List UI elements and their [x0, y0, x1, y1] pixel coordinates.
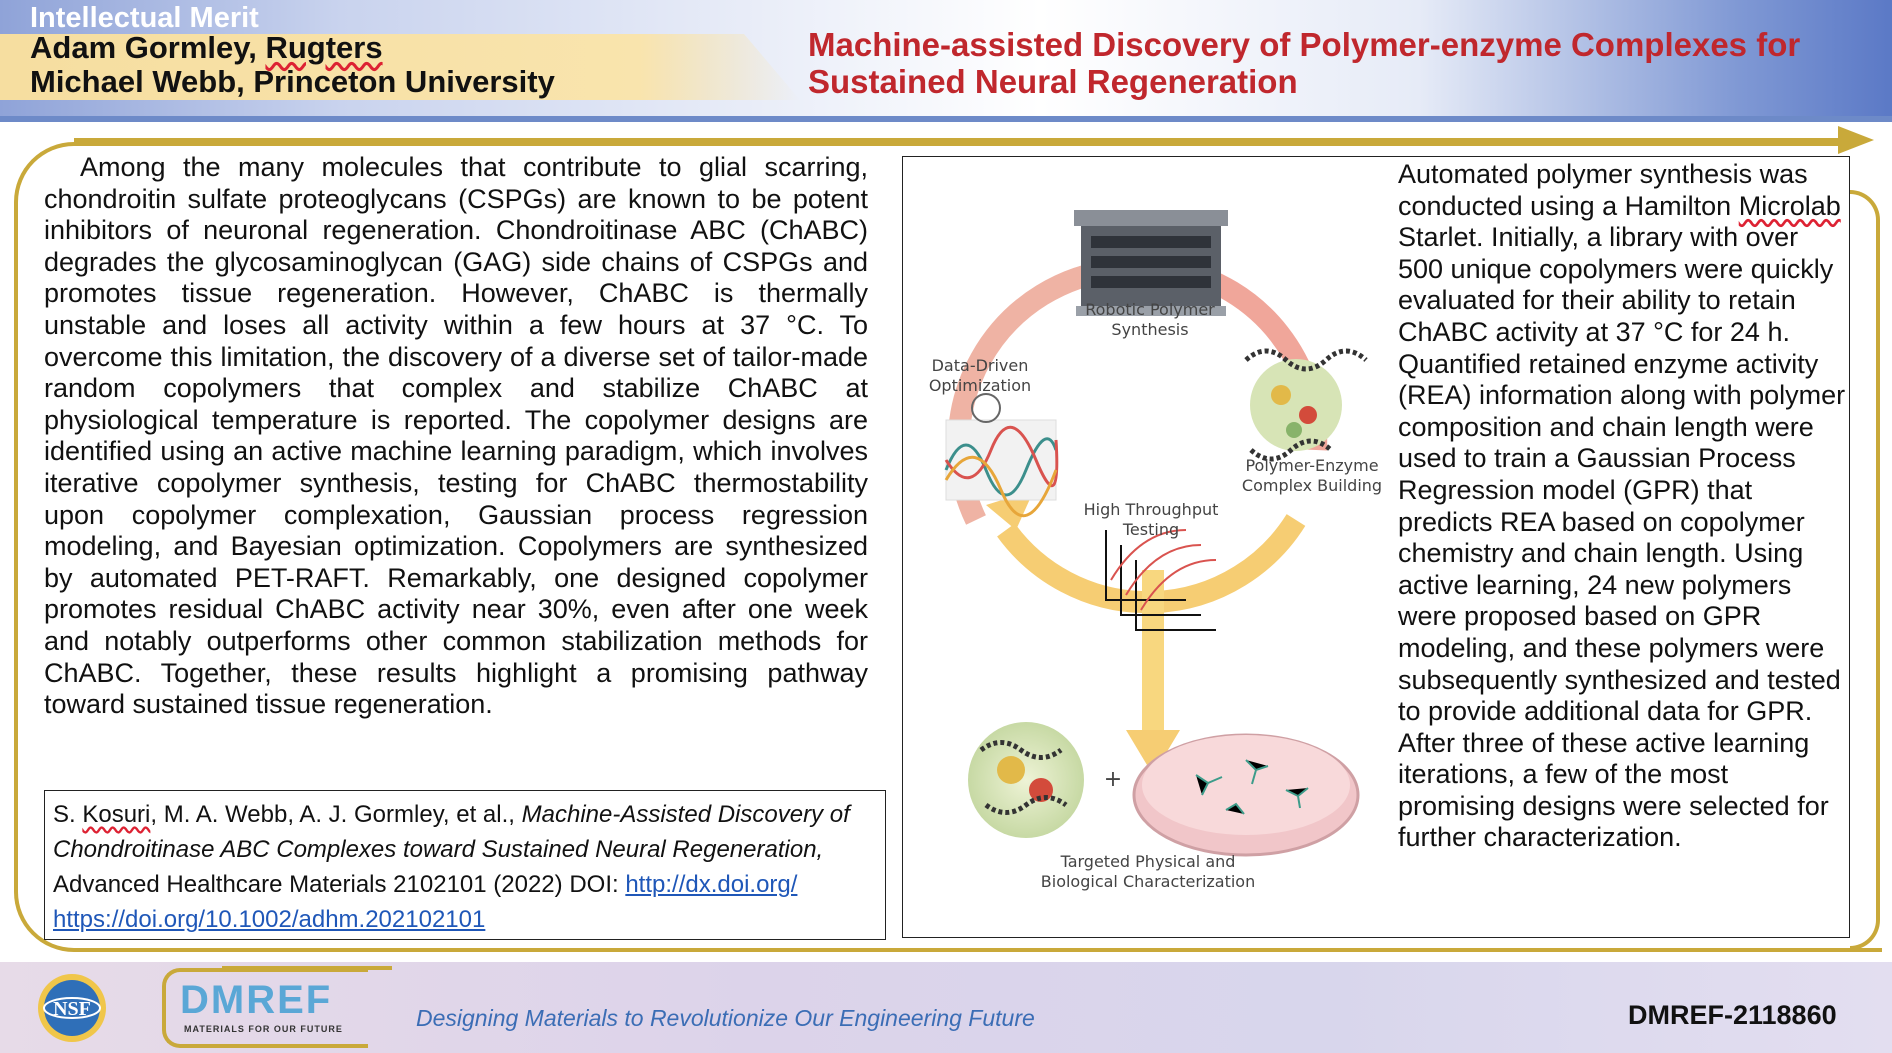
author-1: Adam Gormley, Rugters: [30, 30, 383, 66]
nsf-logo: NSF: [24, 970, 120, 1046]
footer-tagline: Designing Materials to Revolutionize Our…: [416, 1005, 1035, 1031]
author-1-affiliation: Rugters: [265, 30, 383, 65]
header-divider: [0, 116, 1892, 122]
category-label: Intellectual Merit: [30, 2, 259, 34]
optimization-icon: [944, 393, 1059, 518]
dmref-logo-tagline: MATERIALS FOR OUR FUTURE: [184, 1024, 343, 1034]
author-2: Michael Webb, Princeton University: [30, 64, 555, 99]
method-text-squiggle: Microlab: [1738, 190, 1841, 221]
dmref-logo-frame: [162, 968, 368, 1048]
award-number: DMREF-2118860: [1628, 1000, 1837, 1030]
author-1-name: Adam Gormley,: [30, 30, 266, 65]
footer-band: [0, 962, 1892, 1053]
citation-authors: , M. A. Webb, A. J. Gormley, et al.,: [150, 801, 522, 828]
down-arrow-head: [1126, 730, 1180, 775]
nsf-seal-icon: NSF: [38, 974, 106, 1042]
citation-author-squiggle: Kosuri: [82, 801, 151, 828]
petri-dish-icon: [1132, 733, 1360, 857]
citation-paper-title: Machine-Assisted Discovery of Chondroiti…: [53, 801, 850, 863]
slide-title: Machine-assisted Discovery of Polymer-en…: [808, 26, 1801, 100]
author-band: [0, 34, 800, 100]
nsf-logo-text: NSF: [53, 998, 91, 1020]
citation-author-first: S.: [53, 801, 83, 828]
citation-journal: Advanced Healthcare Materials 2102101 (2…: [53, 871, 626, 898]
citation-link-1[interactable]: http://dx.doi.org/: [625, 871, 798, 898]
citation-box: S. Kosuri, M. A. Webb, A. J. Gormley, et…: [44, 790, 886, 940]
throughput-plots-icon: [1105, 529, 1217, 631]
polymer-enzyme-complex-icon: [1244, 348, 1368, 462]
abstract-text: Among the many molecules that contribute…: [44, 152, 868, 720]
complex-ball-icon: [968, 722, 1084, 838]
label-plus: +: [1103, 767, 1123, 792]
down-arrow-shaft: [1142, 570, 1164, 740]
method-text-start: Automated polymer synthesis was conducte…: [1398, 159, 1808, 221]
method-description: Automated polymer synthesis was conducte…: [1398, 159, 1848, 854]
content-frame: [14, 142, 1882, 952]
frame-arrow-icon: [1838, 126, 1874, 154]
workflow-diagram: [944, 210, 1368, 857]
frame-right-edge: [1850, 190, 1880, 950]
citation-link-2[interactable]: https://doi.org/10.1002/adhm.202102101: [53, 906, 486, 933]
method-text-rest: Starlet. Initially, a library with over …: [1398, 222, 1846, 853]
robot-icon: [1074, 210, 1228, 316]
frame-top-line: [74, 138, 1846, 142]
dmref-logo-word: DMREF: [180, 978, 333, 1022]
